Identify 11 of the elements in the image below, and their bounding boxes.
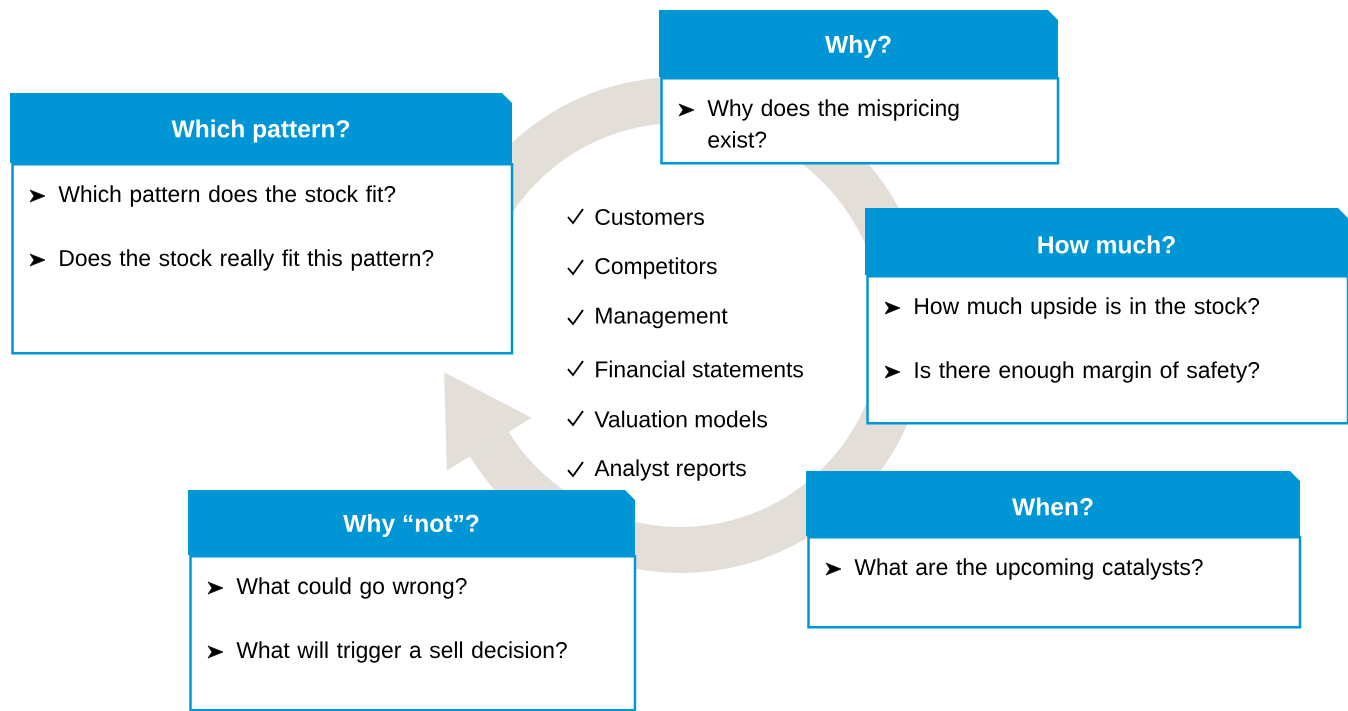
card-heading: Why “not”? xyxy=(343,514,479,537)
card-heading: How much? xyxy=(1038,235,1175,254)
card-heading: Which pattern? xyxy=(171,119,350,143)
checklist-item: Competitors xyxy=(595,257,717,279)
checklist-item: Customers xyxy=(595,208,704,226)
checklist-item: Valuation models xyxy=(594,410,768,428)
card-heading: When? xyxy=(1012,497,1093,516)
checklist-item: Financial statements xyxy=(596,360,803,378)
card-heading: Why? xyxy=(825,35,891,58)
checklist-item: Analyst reports xyxy=(594,459,746,481)
checklist-item: Management xyxy=(596,307,728,329)
